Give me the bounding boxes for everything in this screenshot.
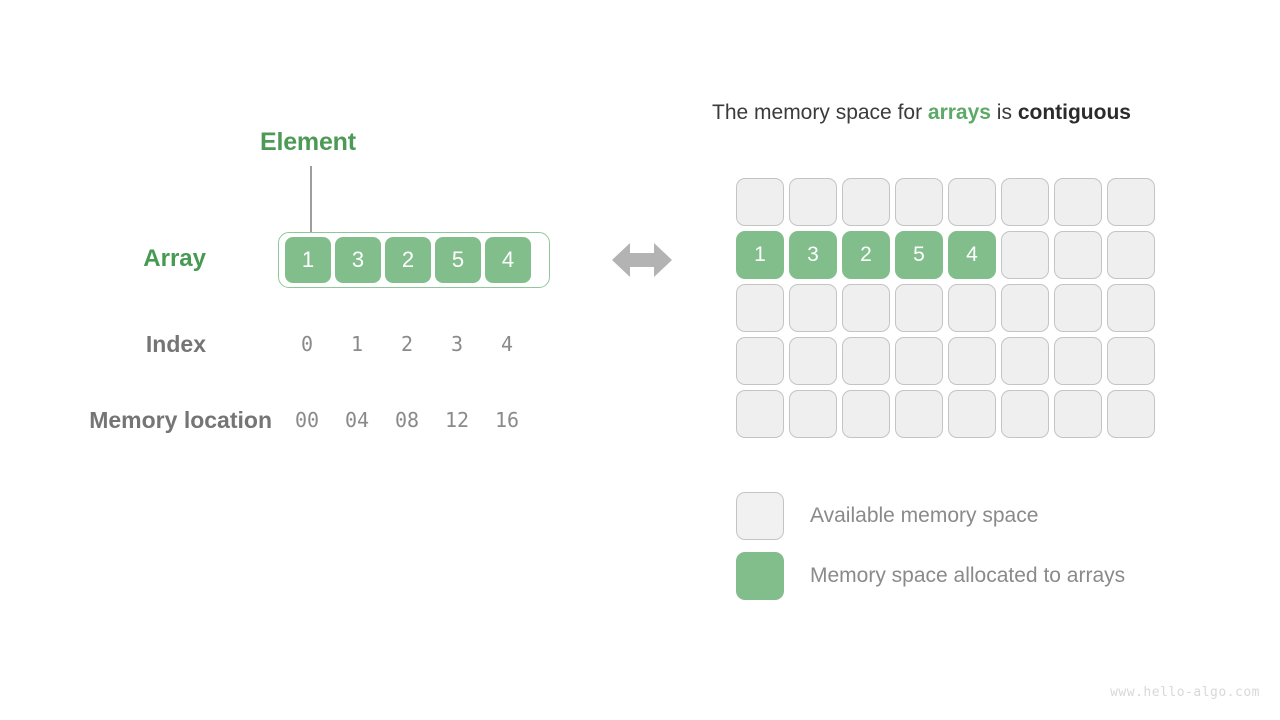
memory-grid-row xyxy=(736,178,1155,226)
memory-cell xyxy=(1054,337,1102,385)
memory-location-value: 04 xyxy=(344,408,370,432)
memory-cell xyxy=(948,337,996,385)
memory-cell xyxy=(842,337,890,385)
memory-title-arrays-highlight: arrays xyxy=(927,101,991,124)
array-cell: 3 xyxy=(335,237,381,283)
memory-cell xyxy=(1001,178,1049,226)
legend: Available memory space Memory space allo… xyxy=(736,492,1125,612)
memory-location-value: 08 xyxy=(394,408,420,432)
legend-swatch-available xyxy=(736,492,784,540)
memory-cell xyxy=(736,337,784,385)
memory-cell xyxy=(1107,178,1155,226)
memory-title-part1: The memory space for xyxy=(712,101,928,124)
memory-cell-allocated: 5 xyxy=(895,231,943,279)
memory-cell xyxy=(789,337,837,385)
memory-cell xyxy=(1054,231,1102,279)
memory-cell xyxy=(842,178,890,226)
array-cell: 2 xyxy=(385,237,431,283)
index-row-label: Index xyxy=(145,331,206,357)
legend-label-allocated: Memory space allocated to arrays xyxy=(810,564,1126,587)
memory-cell-allocated: 1 xyxy=(736,231,784,279)
memory-location-value: 16 xyxy=(494,408,520,432)
memory-cell xyxy=(1054,390,1102,438)
memory-cell xyxy=(1107,231,1155,279)
memory-title: The memory space for arrays is contiguou… xyxy=(712,101,1131,125)
memory-cell xyxy=(789,178,837,226)
memory-cell xyxy=(895,284,943,332)
array-cell: 4 xyxy=(485,237,531,283)
element-callout-connector-line xyxy=(310,166,312,236)
array-cell: 5 xyxy=(435,237,481,283)
memory-cell xyxy=(895,178,943,226)
memory-cell-allocated: 4 xyxy=(948,231,996,279)
memory-cell xyxy=(842,284,890,332)
memory-cell xyxy=(1001,390,1049,438)
legend-item-allocated: Memory space allocated to arrays xyxy=(736,552,1125,600)
index-value: 3 xyxy=(450,332,464,356)
memory-cell xyxy=(736,284,784,332)
memory-title-part2: is xyxy=(990,101,1018,124)
memory-cell xyxy=(789,390,837,438)
memory-grid-row xyxy=(736,390,1155,438)
index-value: 2 xyxy=(400,332,414,356)
memory-location-row-label: Memory location xyxy=(89,407,272,433)
memory-location-value: 12 xyxy=(444,408,470,432)
memory-layout-panel: The memory space for arrays is contiguou… xyxy=(700,0,1280,720)
legend-item-available: Available memory space xyxy=(736,492,1125,540)
memory-cell xyxy=(736,178,784,226)
memory-cell xyxy=(1001,337,1049,385)
memory-cell-allocated: 2 xyxy=(842,231,890,279)
memory-cell xyxy=(948,390,996,438)
memory-cell xyxy=(1001,231,1049,279)
memory-cell xyxy=(1107,337,1155,385)
array-container: 1 3 2 5 4 xyxy=(278,232,550,288)
memory-cell xyxy=(1001,284,1049,332)
memory-cell xyxy=(1107,284,1155,332)
watermark: www.hello-algo.com xyxy=(1110,685,1260,700)
memory-cell xyxy=(1054,178,1102,226)
memory-cell xyxy=(895,337,943,385)
index-value: 0 xyxy=(300,332,314,356)
index-value: 1 xyxy=(350,332,364,356)
memory-grid-row: 1 3 2 5 4 xyxy=(736,231,1155,279)
double-headed-arrow-icon xyxy=(612,243,672,277)
array-row-label: Array xyxy=(143,245,206,272)
memory-grid-row xyxy=(736,337,1155,385)
index-value: 4 xyxy=(500,332,514,356)
memory-cell xyxy=(948,284,996,332)
memory-cell xyxy=(895,390,943,438)
memory-cell xyxy=(1054,284,1102,332)
memory-grid: 1 3 2 5 4 xyxy=(736,178,1155,438)
memory-grid-row xyxy=(736,284,1155,332)
index-row: 0 1 2 3 4 xyxy=(278,332,550,356)
memory-location-value: 00 xyxy=(294,408,320,432)
memory-cell xyxy=(736,390,784,438)
memory-cell xyxy=(1107,390,1155,438)
element-callout-label: Element xyxy=(260,128,356,156)
legend-swatch-allocated xyxy=(736,552,784,600)
array-structure-panel: Element Array 1 3 2 5 4 Index 0 1 2 3 4 … xyxy=(89,128,550,433)
memory-title-contiguous-highlight: contiguous xyxy=(1017,101,1131,124)
memory-cell xyxy=(948,178,996,226)
memory-cell xyxy=(789,284,837,332)
array-cell: 1 xyxy=(285,237,331,283)
memory-cell-allocated: 3 xyxy=(789,231,837,279)
memory-cell xyxy=(842,390,890,438)
memory-location-row: 00 04 08 12 16 xyxy=(278,408,550,432)
legend-label-available: Available memory space xyxy=(810,504,1039,527)
